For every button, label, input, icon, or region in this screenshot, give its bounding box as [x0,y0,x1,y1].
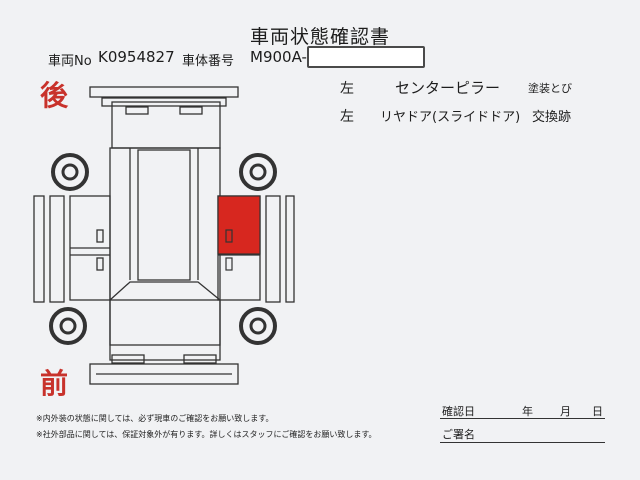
rear-label: 後 [40,79,69,112]
finding-2-status: 交換跡 [532,110,572,125]
day-label: 日 [592,405,603,418]
finding-2-part: リヤドア(スライドドア) [380,110,521,125]
signature-label: ご署名 [442,428,475,441]
front-bumper [89,363,239,385]
wheel-rear-right [239,153,277,191]
rear-section [111,101,221,149]
damage-highlight [217,195,261,255]
left-outer-strip [33,195,45,303]
rear-lamp-right [179,106,203,115]
front-label: 前 [40,367,69,400]
wheel-front-right [239,307,277,345]
car-no-label: 車両No [48,54,92,69]
roof [137,149,191,281]
date-line [440,418,605,419]
month-label: 月 [560,405,571,418]
hood [109,299,221,346]
right-outer-strip-2 [285,195,295,303]
body-outline [109,147,221,361]
rear-panel [101,97,227,107]
finding-1-side: 左 [340,81,354,97]
front-lamp-left [111,354,145,364]
signature-line[interactable] [440,442,605,443]
rear-lamp-left [125,106,149,115]
finding-2-side: 左 [340,109,354,125]
note-2: ※社外部品に関しては、保証対象外が有ります。詳しくはスタッフにご確認をお願い致し… [36,430,377,439]
finding-1-status: 塗装とび [528,82,572,95]
finding-1-part: センターピラー [395,79,501,97]
right-handle-1 [225,229,233,243]
front-lamp-right [183,354,217,364]
redaction-box [307,46,425,68]
right-outer-strip-1 [265,195,281,303]
chassis-value: M900A- [250,48,307,66]
note-1: ※内外装の状態に関しては、必ず現車のご確認をお願い致します。 [36,414,274,423]
year-label: 年 [522,405,533,418]
wheel-front-left [49,307,87,345]
chassis-label: 車体番号 [182,54,235,69]
left-handle-2 [96,257,104,271]
right-handle-2 [225,257,233,271]
left-handle-1 [96,229,104,243]
left-side-strip [49,195,65,303]
car-no-value: K0954827 [98,48,175,66]
wheel-rear-left [51,153,89,191]
confirm-date-label: 確認日 [442,405,475,418]
document-title: 車両状態確認書 [250,26,391,48]
rear-bumper [89,86,239,98]
